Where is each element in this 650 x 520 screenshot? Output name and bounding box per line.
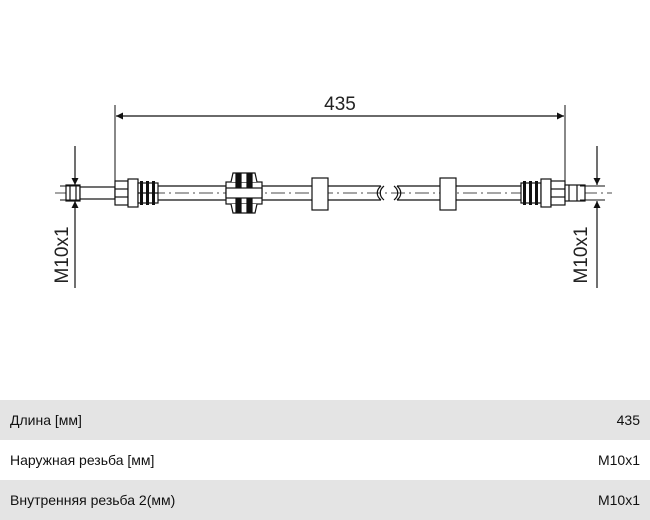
length-dimension-label: 435 bbox=[324, 94, 356, 115]
specs-table: Длина [мм] 435 Наружная резьба [мм] M10x… bbox=[0, 400, 650, 520]
right-clip bbox=[439, 177, 457, 211]
spec-label: Длина [мм] bbox=[10, 412, 82, 428]
left-fitting bbox=[65, 178, 159, 208]
protective-sleeve bbox=[225, 172, 263, 214]
spec-row-length: Длина [мм] 435 bbox=[0, 400, 650, 440]
spec-label: Наружная резьба [мм] bbox=[10, 452, 155, 468]
left-clip bbox=[311, 177, 329, 211]
spec-row-outer-thread: Наружная резьба [мм] M10x1 bbox=[0, 440, 650, 480]
spec-value: M10x1 bbox=[597, 452, 640, 468]
spec-row-inner-thread: Внутренняя резьба 2(мм) M10x1 bbox=[0, 480, 650, 520]
right-fitting bbox=[520, 178, 586, 208]
left-thread-label: M10x1 bbox=[52, 226, 73, 283]
right-thread-label: M10x1 bbox=[571, 226, 592, 283]
spec-value: M10x1 bbox=[597, 492, 640, 508]
hose-body bbox=[158, 185, 521, 201]
left-thread-dimension: M10x1 bbox=[52, 146, 80, 288]
hose-technical-drawing: 435 bbox=[52, 94, 612, 288]
length-dimension: 435 bbox=[114, 94, 566, 192]
spec-label: Внутренняя резьба 2(мм) bbox=[10, 492, 176, 508]
spec-value: 435 bbox=[616, 412, 640, 428]
right-thread-dimension: M10x1 bbox=[571, 146, 605, 288]
